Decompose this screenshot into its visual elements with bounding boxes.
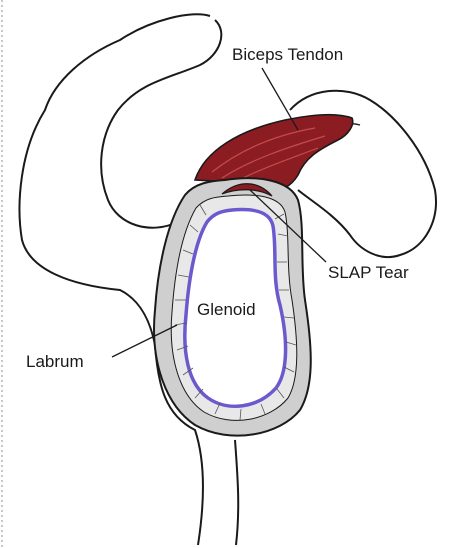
label-labrum: Labrum bbox=[26, 352, 84, 371]
label-glenoid: Glenoid bbox=[197, 300, 256, 319]
label-biceps-tendon: Biceps Tendon bbox=[232, 45, 343, 64]
label-slap-tear: SLAP Tear bbox=[328, 263, 409, 282]
